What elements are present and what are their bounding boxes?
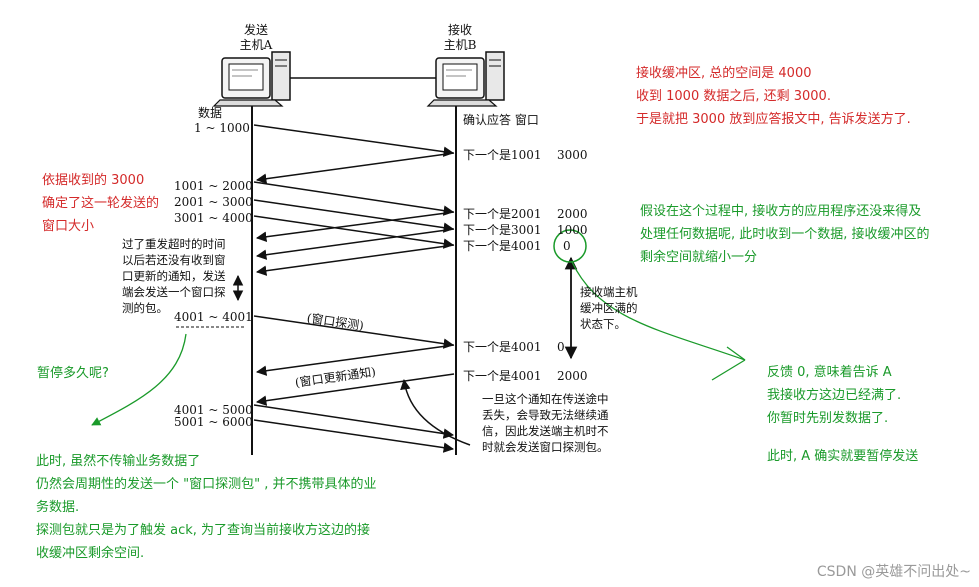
data-arrow-5 — [253, 404, 455, 439]
lost-notification-note: 一旦这个通知在传送途中 丢失，会导致无法继续通 信，因此发送端主机时不 时就会发… — [482, 392, 609, 454]
sender-label-line2: 主机A — [239, 38, 273, 52]
sender-computer-icon — [212, 51, 291, 107]
ack-label-4: 下一个是4001 — [463, 239, 542, 253]
watermark: CSDN @英雄不问出处~ — [816, 564, 971, 580]
data-seg-4001-4001: 4001 ~ 4001 — [174, 310, 253, 324]
receiver-label-line2: 主机B — [443, 38, 477, 52]
ack-arrow-4 — [255, 244, 455, 276]
receiver-computer-icon — [426, 51, 505, 107]
ack-window-2: 2000 — [557, 207, 588, 221]
probe-arrow — [253, 315, 455, 349]
data-seg-3001-4000: 3001 ~ 4000 — [174, 211, 253, 225]
annotation-buffer-shrinks: 假设在这个过程中, 接收方的应用程序还没来得及处理任何数据呢, 此时收到一个数据… — [640, 204, 930, 265]
data-seg-2001-3000: 2001 ~ 3000 — [174, 195, 253, 209]
data-arrow-3 — [253, 199, 455, 233]
window-zero-highlight — [553, 229, 587, 263]
data-arrow-4 — [253, 215, 455, 249]
ack-window-4: 0 — [563, 239, 571, 253]
ack-label-1: 下一个是1001 — [463, 148, 542, 162]
ack-window-6: 2000 — [557, 369, 588, 383]
right-header: 确认应答 窗口 — [463, 113, 539, 127]
annotation-probe-explanation: 此时, 虽然不传输业务数据了仍然会周期性的发送一个 "窗口探测包" , 并不携带… — [36, 454, 377, 561]
ack-label-5: 下一个是4001 — [463, 340, 542, 354]
data-arrow-1 — [253, 124, 455, 157]
left-header-line2: 1 ~ 1000 — [194, 121, 250, 135]
ack-window-5: 0 — [557, 340, 565, 354]
feedback-hook-stroke — [711, 346, 746, 381]
pause-pointer-stroke — [91, 333, 187, 426]
data-seg-4001-5000: 4001 ~ 5000 — [174, 403, 253, 417]
lost-note-curve-arrow — [400, 378, 471, 446]
feedback-pointer-stroke — [571, 261, 746, 361]
ack-window-1: 3000 — [557, 148, 588, 162]
data-seg-1001-2000: 1001 ~ 2000 — [174, 179, 253, 193]
data-arrow-6 — [253, 419, 455, 453]
ack-label-6: 下一个是4001 — [463, 369, 542, 383]
ack-label-3: 下一个是3001 — [463, 223, 542, 237]
buffer-full-note: 接收端主机 缓冲区满的 状态下。 — [580, 285, 638, 331]
ack-arrow-1 — [255, 152, 455, 184]
ack-arrow-5 — [255, 344, 455, 376]
ack-window-3: 1000 — [557, 223, 588, 237]
ack-label-2: 下一个是2001 — [463, 207, 542, 221]
data-seg-5001-6000: 5001 ~ 6000 — [174, 415, 253, 429]
ack-arrow-3 — [255, 228, 455, 260]
ack-arrow-2 — [255, 211, 455, 242]
annotation-pause-now: 此时, A 确实就要暂停发送 — [767, 449, 919, 464]
receiver-label-line1: 接收 — [447, 23, 472, 37]
annotation-pause-question: 暂停多久呢? — [37, 366, 109, 381]
data-arrow-2 — [253, 181, 455, 216]
sender-label-line1: 发送 — [243, 23, 268, 37]
left-header-line1: 数据 — [198, 106, 223, 120]
ack-arrow-6 — [255, 373, 455, 406]
timeout-note: 过了重发超时的时间 以后若还没有收到窗 口更新的通知，发送 端会发送一个窗口探 … — [122, 237, 226, 315]
